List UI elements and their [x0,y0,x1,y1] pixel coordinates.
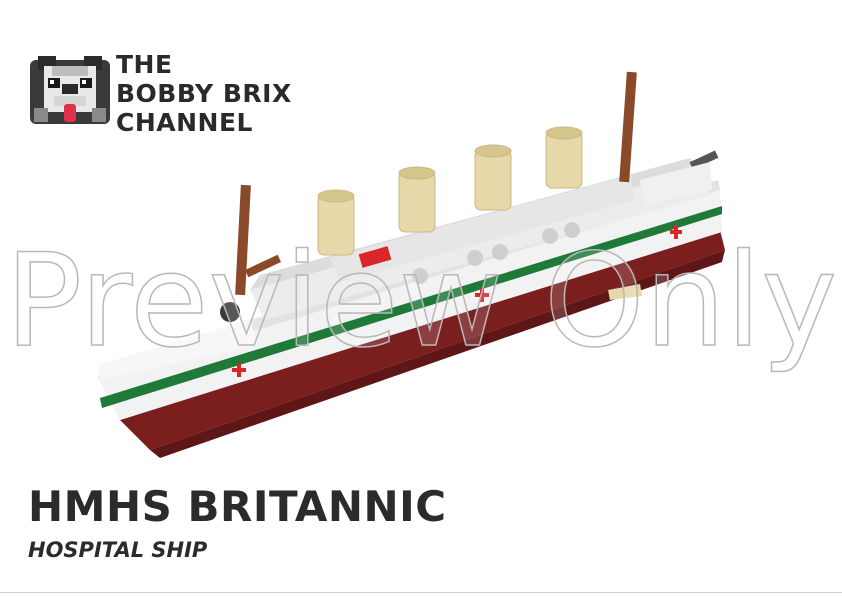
funnel [398,166,436,233]
channel-line-3: CHANNEL [116,108,253,137]
bulldog-face-icon [30,56,110,124]
funnel [474,144,512,211]
channel-name: THE BOBBY BRIX CHANNEL [116,50,292,137]
funnel [545,126,583,189]
red-cross-icon [670,225,682,239]
product-title: HMHS BRITANNIC [28,482,447,531]
preview-watermark: Preview Only [4,226,838,377]
red-cross-icon [232,363,246,377]
bottom-divider [0,592,842,593]
funnel [317,189,355,256]
hull-red-section [120,230,725,450]
hull-green-stripe [100,206,722,408]
mast [619,71,637,183]
watermark-text: Preview Only [5,227,837,376]
channel-line-2: BOBBY BRIX [116,79,292,108]
channel-line-1: THE [116,50,173,79]
mast [235,184,251,296]
red-cross-icon [475,288,489,302]
product-subtitle: HOSPITAL SHIP [28,538,208,562]
